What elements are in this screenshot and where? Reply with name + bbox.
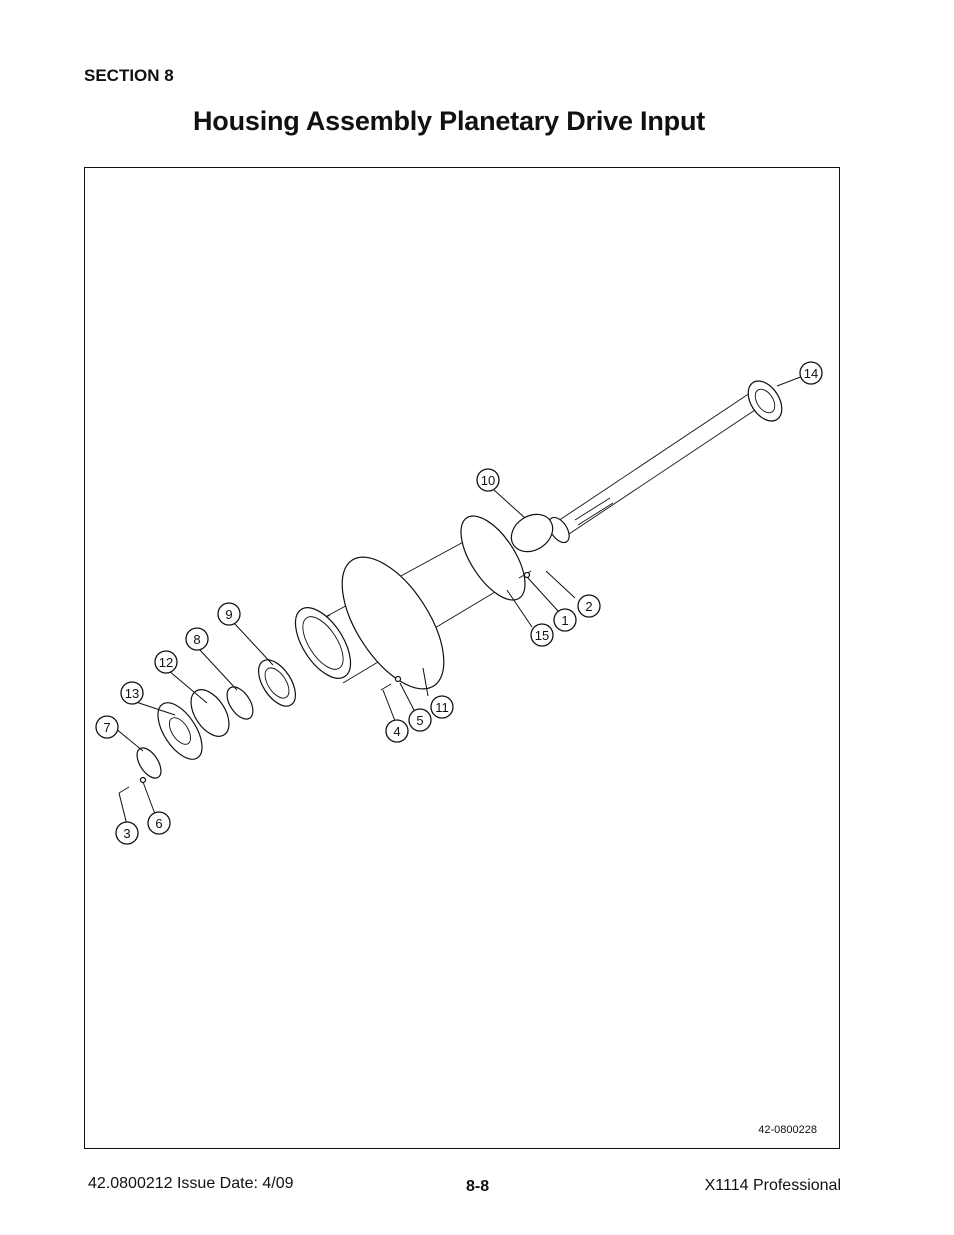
callout-4: 4 [385, 719, 409, 743]
svg-text:10: 10 [481, 473, 495, 488]
svg-text:8: 8 [193, 632, 200, 647]
svg-text:1: 1 [561, 613, 568, 628]
svg-text:6: 6 [155, 816, 162, 831]
callout-6: 6 [147, 811, 171, 835]
footer-model: X1114 Professional [704, 1177, 841, 1194]
callout-11: 11 [430, 695, 454, 719]
svg-text:7: 7 [103, 720, 110, 735]
shaft-part [548, 380, 783, 544]
callout-3: 3 [115, 821, 139, 845]
callout-12: 12 [154, 650, 178, 674]
callout-14: 14 [799, 361, 823, 385]
callout-7: 7 [95, 715, 119, 739]
bearing-part [258, 659, 296, 707]
svg-text:9: 9 [225, 607, 232, 622]
callout-5: 5 [408, 708, 432, 732]
footer-doc-info: 42.0800212 Issue Date: 4/09 [88, 1175, 294, 1192]
page-title: Housing Assembly Planetary Drive Input [193, 106, 706, 136]
section-label: SECTION 8 [84, 66, 174, 85]
seal-part [136, 747, 162, 779]
callout-10: 10 [476, 468, 500, 492]
footer-page-number: 8-8 [466, 1178, 490, 1195]
drawing-number: 42-0800228 [758, 1124, 817, 1136]
svg-text:14: 14 [804, 366, 818, 381]
svg-text:2: 2 [585, 599, 592, 614]
exploded-view-drawing: 14 10 9 8 12 13 7 2 1 15 11 [95, 361, 823, 845]
callout-15: 15 [530, 623, 554, 647]
exploded-view-figure: 14 10 9 8 12 13 7 2 1 15 11 [84, 167, 840, 1149]
svg-text:12: 12 [159, 655, 173, 670]
svg-text:15: 15 [535, 628, 549, 643]
svg-text:13: 13 [125, 686, 139, 701]
svg-text:3: 3 [123, 826, 130, 841]
callout-13: 13 [120, 681, 144, 705]
gasket-part [190, 689, 230, 737]
callout-2: 2 [577, 594, 601, 618]
fasteners [118, 570, 532, 794]
svg-text:4: 4 [393, 724, 400, 739]
cover-plate-part [157, 702, 203, 760]
callout-9: 9 [217, 602, 241, 626]
callout-1: 1 [553, 608, 577, 632]
svg-text:5: 5 [416, 713, 423, 728]
housing-part [294, 515, 526, 690]
o-ring-part [510, 513, 554, 553]
leader-lines [114, 372, 812, 826]
svg-text:11: 11 [435, 700, 449, 715]
callout-8: 8 [185, 627, 209, 651]
spacer-part [226, 686, 254, 720]
